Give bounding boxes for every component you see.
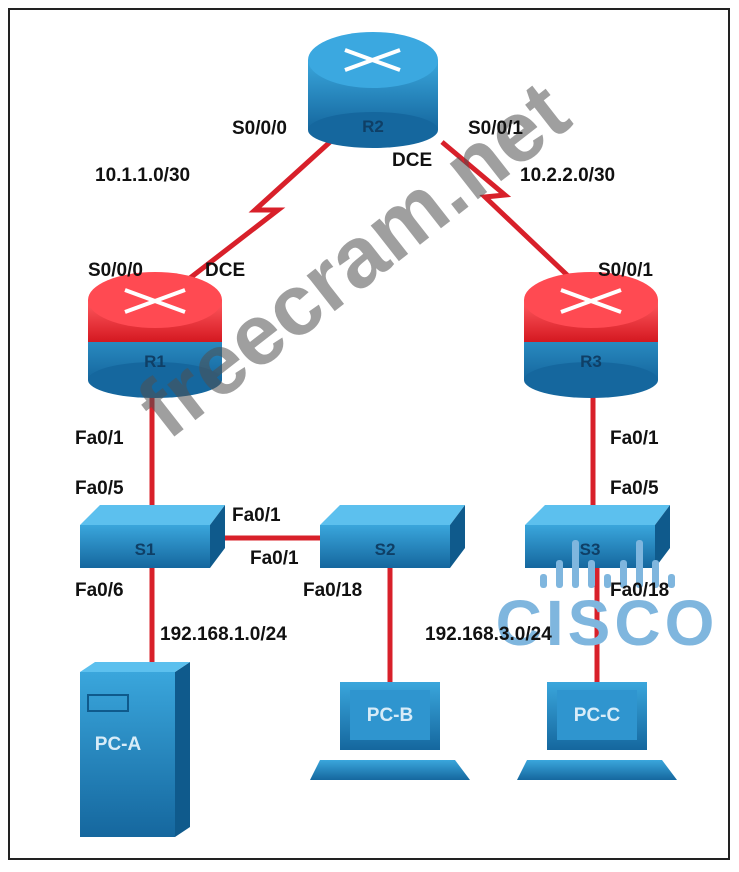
device-label-s1: S1 — [134, 540, 156, 559]
serial-link-r2-r3 — [440, 140, 587, 294]
device-label-r1: R1 — [144, 352, 166, 371]
label-s2-fa01: Fa0/1 — [250, 548, 299, 569]
server-pca-icon — [80, 662, 190, 837]
label-r1-fa01: Fa0/1 — [75, 428, 124, 449]
label-r2-s001: S0/0/1 — [468, 118, 523, 139]
label-s3-fa05: Fa0/5 — [610, 478, 659, 499]
router-r1-icon — [88, 272, 222, 398]
label-lan3: 192.168.3.0/24 — [425, 624, 552, 645]
device-label-s3: S3 — [579, 540, 601, 559]
label-s2-fa018: Fa0/18 — [303, 580, 363, 601]
label-r1-dce: DCE — [205, 260, 246, 281]
label-s1-fa01: Fa0/1 — [232, 505, 281, 526]
label-r3-fa01: Fa0/1 — [610, 428, 659, 449]
cisco-bars-icon — [492, 530, 722, 588]
label-net-r1-r2: 10.1.1.0/30 — [95, 165, 191, 186]
serial-link-r1-r2 — [166, 140, 332, 297]
label-r2-s000: S0/0/0 — [232, 118, 287, 139]
label-r3-s001: S0/0/1 — [598, 260, 653, 281]
device-label-r3: R3 — [580, 352, 602, 371]
switch-s1-icon — [80, 505, 225, 568]
label-s1-fa05: Fa0/5 — [75, 478, 124, 499]
label-s3-fa018: Fa0/18 — [610, 580, 670, 601]
label-s1-fa06: Fa0/6 — [75, 580, 124, 601]
label-r1-s000: S0/0/0 — [88, 260, 143, 281]
pc-b-icon — [310, 682, 470, 780]
label-net-r2-r3: 10.2.2.0/30 — [520, 165, 616, 186]
device-label-s2: S2 — [374, 540, 396, 559]
device-label-pc-a: PC-A — [94, 734, 142, 755]
router-r3-icon — [524, 272, 658, 398]
cisco-logo: CISCO — [492, 530, 722, 658]
cisco-wordmark: CISCO — [495, 587, 719, 659]
pc-c-icon — [517, 682, 677, 780]
device-label-pc-b: PC-B — [366, 705, 414, 726]
diagram-border — [8, 8, 730, 860]
device-label-pc-c: PC-C — [573, 705, 621, 726]
label-lan1: 192.168.1.0/24 — [160, 624, 287, 645]
device-label-r2: R2 — [362, 117, 384, 136]
label-r2-dce: DCE — [392, 150, 433, 171]
switch-s2-icon — [320, 505, 465, 568]
router-r2-icon — [308, 32, 438, 148]
switch-s3-icon — [525, 505, 670, 568]
